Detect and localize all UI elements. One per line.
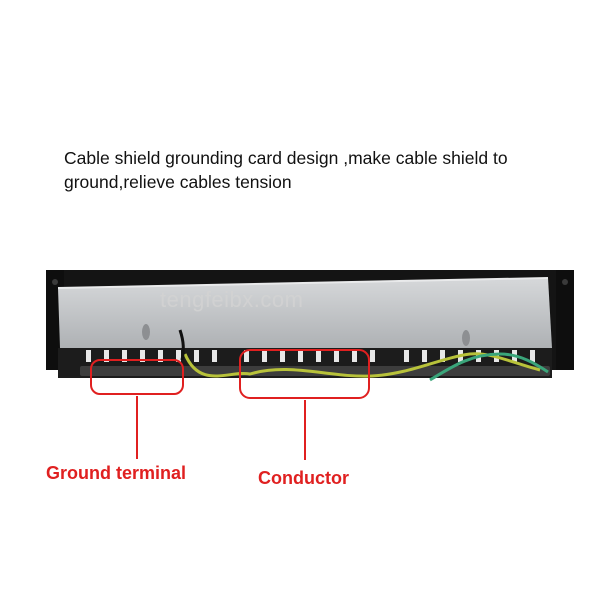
watermark-text: tengfeibx.com — [160, 287, 304, 312]
screw-right — [462, 330, 470, 346]
black-wire — [178, 329, 185, 361]
panel-cover — [58, 278, 552, 348]
ground-wire — [183, 352, 541, 378]
ground-terminal-label: Ground terminal — [46, 463, 187, 483]
conductor-label: Conductor — [258, 468, 349, 488]
patch-panel-photo — [40, 270, 580, 420]
cable-wire — [429, 352, 549, 382]
caption-text: Cable shield grounding card design ,make… — [64, 148, 508, 192]
mount-hole-right — [562, 279, 568, 285]
conductor-leader-line — [304, 400, 306, 460]
screw-left — [142, 324, 150, 340]
rack-ear-right — [556, 270, 574, 370]
ground-terminal-highlight — [90, 359, 184, 395]
ground-leader-line — [136, 396, 138, 459]
mount-hole-left — [52, 279, 58, 285]
conductor-highlight — [239, 349, 370, 399]
